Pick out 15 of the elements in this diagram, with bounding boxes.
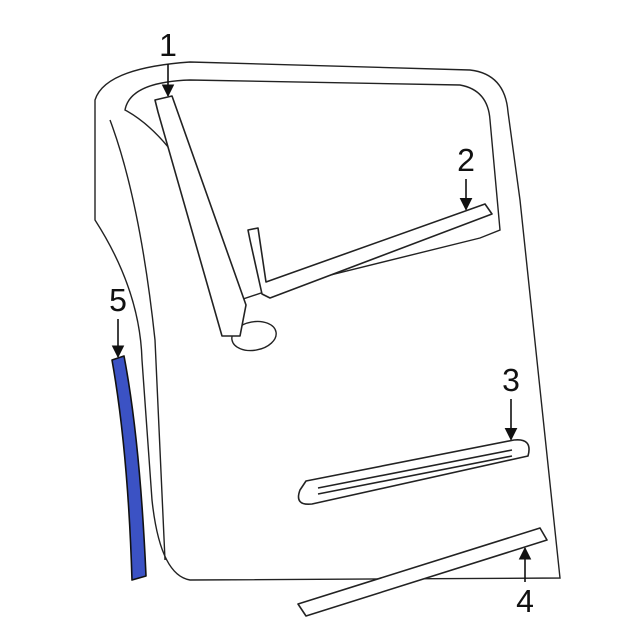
door-weatherstrip — [111, 355, 147, 581]
callout-number: 2 — [451, 143, 481, 177]
leader-arrow — [518, 546, 532, 582]
leader-arrow — [460, 179, 472, 211]
callout-number: 4 — [510, 584, 540, 618]
side-molding — [298, 439, 530, 505]
callout-number: 5 — [103, 283, 133, 317]
lower-molding — [297, 527, 548, 617]
leader-arrow — [112, 319, 124, 358]
window-pillar-molding — [154, 95, 247, 337]
belt-molding — [247, 203, 493, 299]
callout-number: 1 — [153, 28, 183, 62]
callout-number: 3 — [496, 363, 526, 397]
leader-arrow — [504, 399, 518, 441]
leader-arrow — [162, 64, 174, 98]
